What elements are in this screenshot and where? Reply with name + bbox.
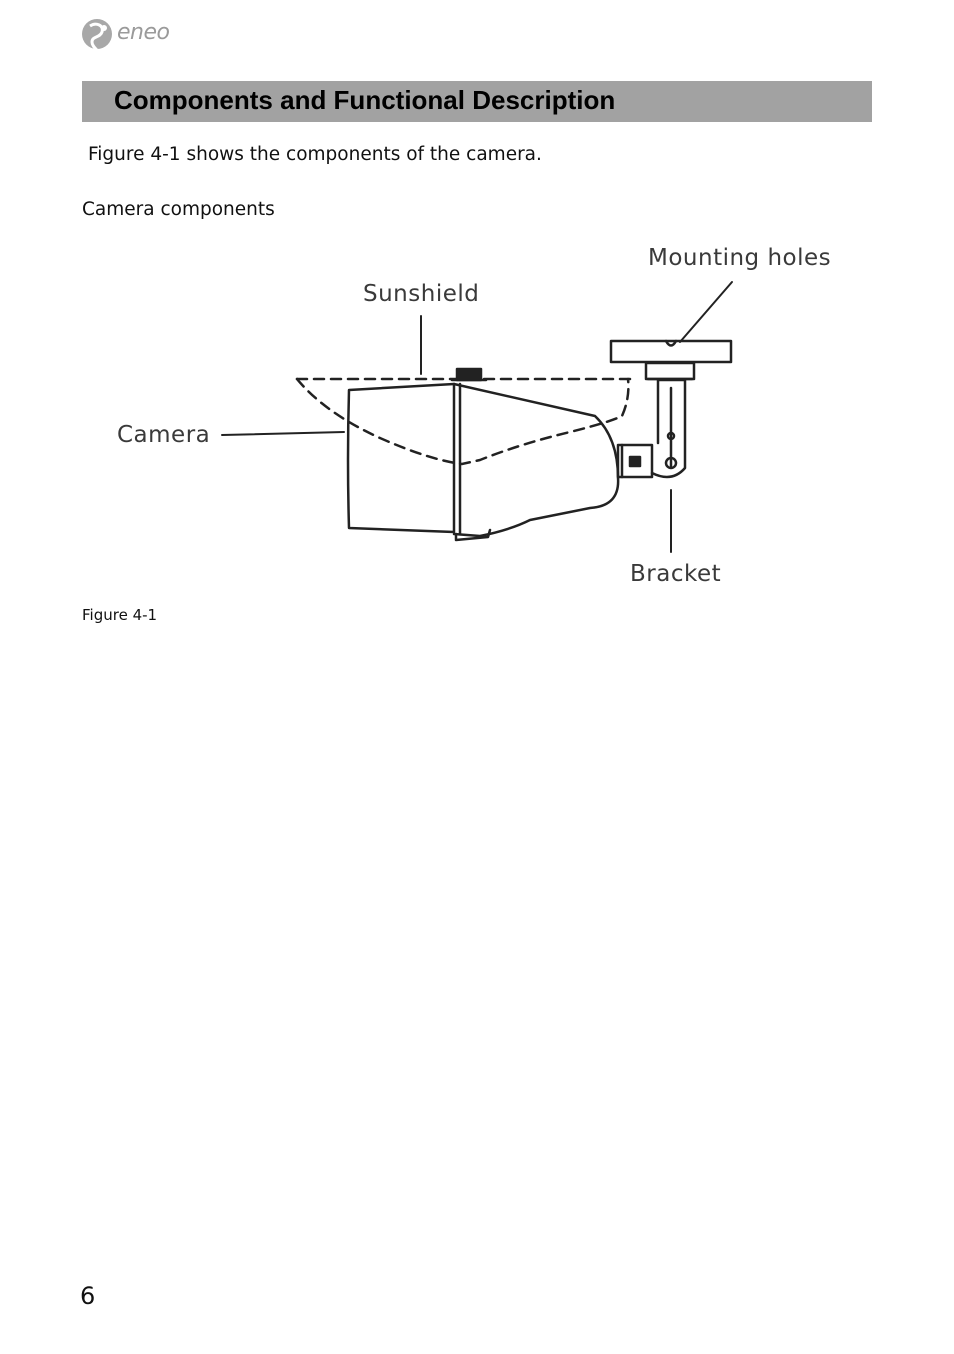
eneo-logo-icon [82, 19, 112, 55]
label-bracket: Bracket [630, 561, 722, 587]
intro-text: Figure 4-1 shows the components of the c… [88, 144, 542, 165]
eneo-logo: eneo [80, 16, 190, 58]
page-number: 6 [80, 1282, 96, 1310]
figure-title: Camera components [82, 199, 275, 220]
camera-diagram: Mounting holes Sunshield Camera Bracket [100, 238, 860, 598]
camera-drawing [221, 281, 733, 553]
logo-text: eneo [117, 20, 170, 45]
label-mounting-holes: Mounting holes [648, 245, 832, 271]
label-sunshield: Sunshield [363, 281, 480, 307]
label-camera: Camera [117, 422, 211, 448]
section-heading-bar: Components and Functional Description [82, 81, 872, 122]
section-title: Components and Functional Description [114, 85, 616, 115]
figure-caption: Figure 4-1 [82, 606, 158, 624]
